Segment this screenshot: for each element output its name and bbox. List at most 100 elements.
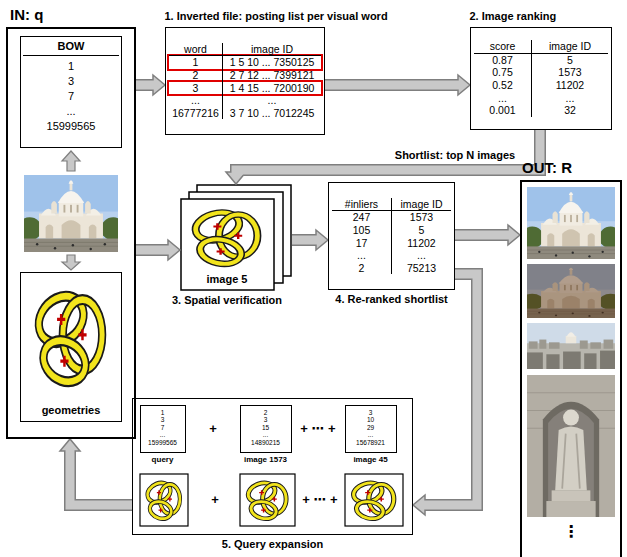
table-cell: 0.001 (474, 104, 532, 117)
word-id: 15999565 (143, 439, 183, 447)
input-panel: BOW137...15999565geometriesIN: q (6, 27, 136, 439)
word-id: 3 (143, 416, 183, 424)
table-cell: 0.87 (474, 54, 532, 67)
table-row: 0.875 (474, 54, 608, 67)
table-cell: 2 7 12 ... 7399121 (223, 69, 321, 82)
table-row: ...... (169, 94, 321, 107)
table-cell: 17 (332, 237, 392, 250)
arrow-label: Shortlist: top N images (392, 149, 518, 162)
arrow-body (325, 81, 460, 90)
geometry-ellipses (191, 208, 258, 268)
word-id: 14890215 (243, 439, 289, 447)
plus-sign: + (211, 492, 219, 508)
table-row: 0.751573 (474, 66, 608, 79)
table-row: 0.00132 (474, 104, 608, 117)
small-arrow (62, 255, 80, 270)
plus-sign: + ⋯ + (302, 492, 337, 508)
box-label: geometries (42, 404, 101, 417)
geometry-ellipses (351, 480, 394, 522)
heading: 2. Image ranking (470, 10, 557, 23)
table-cell: 1573 (532, 66, 608, 79)
box-label: image 5 (207, 273, 248, 286)
table-cell: 32 (532, 104, 608, 117)
table-row: 2471573 (332, 211, 451, 224)
heading: OUT: R (522, 159, 572, 177)
arrow-body (136, 246, 170, 255)
table-cell: 5 (392, 224, 451, 237)
table-cell: 0.75 (474, 66, 532, 79)
photo-tint (527, 264, 615, 318)
table-row: 275213 (332, 262, 451, 275)
small-arrow (62, 151, 80, 171)
arrow-outline (70, 451, 132, 505)
word-id: 15678921 (348, 439, 394, 447)
query-expansion-box: 137...15999565query2315...14890215image … (132, 398, 413, 535)
geometry-box (140, 474, 188, 526)
table-cell: 247 (332, 211, 392, 224)
arrow-body (455, 231, 510, 240)
table-cell: ... (223, 94, 321, 107)
arrow-body (70, 449, 132, 505)
table-cell: 1 (169, 56, 223, 69)
caption: query (152, 455, 174, 465)
caption: 5. Query expansion (222, 538, 323, 551)
geometry-ellipses (34, 288, 102, 388)
word-id: ... (143, 431, 183, 439)
table-cell: 75213 (392, 262, 451, 275)
table-cell: 16777216 (169, 107, 223, 120)
table-cell: ... (392, 249, 451, 262)
word-id: 7 (23, 89, 119, 104)
block-arrow (136, 75, 165, 95)
table-row: 1711202 (332, 237, 451, 250)
geometry-box (345, 474, 403, 526)
ranking-table: scoreimage ID0.8750.7515730.5211202.....… (470, 27, 612, 130)
block-arrow (292, 230, 328, 250)
word-id: 15 (243, 424, 289, 432)
table-cell: ... (532, 92, 608, 105)
word-id: 29 (348, 424, 394, 432)
query-photo (17, 175, 125, 252)
table-cell: 1 5 10 ... 7350125 (223, 56, 321, 69)
table-cell: ... (332, 249, 392, 262)
word-id: ... (23, 104, 119, 119)
output-panel: OUT: R⋮ (520, 180, 622, 557)
table-row: ...... (474, 92, 608, 105)
plus-sign: + ⋯ + (300, 421, 335, 437)
table-cell: ... (474, 92, 532, 105)
word-id: 3 (23, 74, 119, 89)
bow-box: 2315...14890215image 1573 (240, 405, 292, 453)
column-header: word (169, 43, 223, 57)
box-label: ⋮ (563, 522, 579, 541)
word-id: ... (243, 431, 289, 439)
result-photo (527, 375, 615, 517)
heading: IN: q (10, 6, 43, 24)
table-row: #inliersimage ID (332, 198, 451, 212)
column-header: image ID (532, 40, 608, 54)
arrow-body (423, 274, 477, 505)
column-header: #inliers (332, 198, 392, 212)
word-id: 3 (243, 416, 289, 424)
table-cell: 3 (169, 82, 223, 95)
caption: image 45 (353, 455, 387, 465)
table-row: scoreimage ID (474, 40, 608, 54)
table-row: 1055 (332, 224, 451, 237)
plus-sign: + (209, 421, 217, 437)
geometry-ellipses (145, 480, 180, 522)
word-id: 1 (143, 409, 183, 417)
table-row: 22 7 12 ... 7399121 (169, 69, 321, 82)
bow-box: 137...15999565query (140, 405, 186, 453)
table-row: 0.5211202 (474, 79, 608, 92)
result-photo (521, 264, 622, 318)
image-card (181, 199, 274, 290)
column-header: image ID (392, 198, 451, 212)
arrow-body (236, 130, 540, 174)
result-photo (521, 187, 622, 259)
geometry-ellipses (245, 480, 286, 522)
arrow-body (136, 81, 155, 90)
table-cell: ... (169, 94, 223, 107)
table-cell: 1 4 15 ... 7200190 (223, 82, 321, 95)
list-header: BOW (23, 40, 119, 56)
caption: image 1573 (244, 455, 287, 465)
highlighted-row: 11 5 10 ... 7350125 (169, 56, 321, 69)
